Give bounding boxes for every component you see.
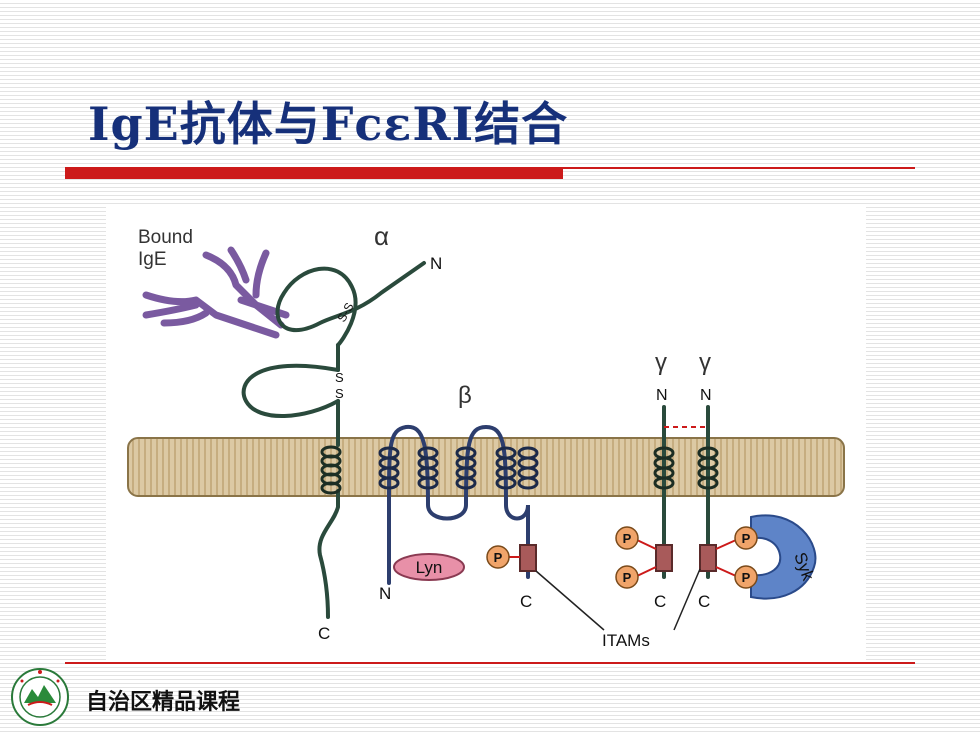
alpha-n-terminus: N (430, 254, 442, 273)
cell-membrane (127, 437, 845, 497)
phosphate-gamma2-top: P (715, 526, 758, 550)
slide-title: IgE抗体与FcεRⅠ结合 (88, 97, 569, 151)
alpha-chain (241, 261, 426, 619)
footer-course-label: 自治区精品课程 (86, 690, 241, 715)
beta-itam-box (519, 544, 537, 572)
bound-ige-label-line1: Bound (138, 227, 193, 248)
title-underline-bar (65, 167, 563, 179)
phosphate-gamma2-bottom: P (715, 565, 758, 589)
gamma2-itam-box (699, 544, 717, 572)
itams-pointer-lines (535, 568, 701, 631)
gamma-2-n-terminus: N (700, 387, 712, 404)
gamma-tm-coils (653, 446, 719, 490)
lyn-label: Lyn (416, 558, 443, 577)
gamma-1-label: γ (655, 349, 667, 376)
beta-label: β (458, 382, 472, 409)
title-divider-line (563, 167, 915, 169)
beta-tm-coils (378, 446, 539, 490)
phosphate-beta: P (486, 545, 520, 569)
alpha-tm-coil (320, 445, 342, 495)
itams-label: ITAMs (602, 631, 650, 650)
footer-divider-line (65, 662, 915, 664)
phosphate-label: P (742, 531, 751, 546)
university-logo (10, 667, 70, 727)
gamma-2-c-terminus: C (698, 592, 710, 611)
gamma-1-c-terminus: C (654, 592, 666, 611)
gamma1-itam-box (655, 544, 673, 572)
phosphate-gamma1-bottom: P (615, 565, 657, 589)
ss-label-mid-1: S (335, 370, 344, 385)
ss-label-mid-2: S (335, 386, 344, 401)
syk-kinase (750, 514, 817, 600)
alpha-c-terminus: C (318, 624, 330, 643)
phosphate-label: P (623, 531, 632, 546)
alpha-label: α (374, 221, 389, 251)
phosphate-label: P (494, 550, 503, 565)
fceri-diagram: Syk Lyn P P P P P S (106, 205, 866, 663)
phosphate-gamma1-top: P (615, 526, 657, 550)
gamma-1-n-terminus: N (656, 387, 668, 404)
beta-chain (387, 424, 530, 585)
phosphate-label: P (742, 570, 751, 585)
phosphate-label: P (623, 570, 632, 585)
beta-n-terminus: N (379, 584, 391, 603)
lyn-kinase (393, 553, 465, 581)
gamma-2-label: γ (699, 349, 711, 376)
bound-ige-label-line2: IgE (138, 249, 167, 270)
beta-c-terminus: C (520, 592, 532, 611)
ige-antibody (142, 246, 290, 339)
